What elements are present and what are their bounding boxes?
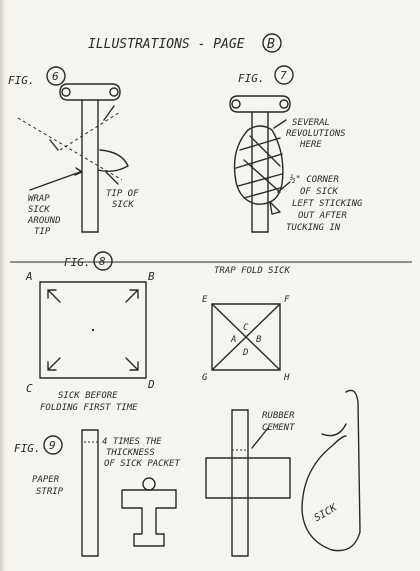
fig9-sick-label: SICK bbox=[313, 502, 340, 524]
fig9-number: 9 bbox=[49, 439, 56, 452]
fig9-paper-strip bbox=[81, 429, 99, 557]
fig8-arrow-c bbox=[47, 357, 61, 371]
trap-corner-f: F bbox=[284, 295, 290, 305]
trap-inner-d: D bbox=[242, 348, 248, 358]
fig8-number-circle bbox=[93, 251, 113, 271]
trap-fold-square bbox=[211, 303, 281, 371]
fig6-small-arrows bbox=[49, 105, 115, 151]
fig9-label: FIG. bbox=[14, 442, 41, 455]
fig8-caption-2: FOLDING FIRST TIME bbox=[40, 403, 138, 413]
fig9-cement-hatch bbox=[231, 449, 249, 459]
page-letter-circle bbox=[262, 33, 282, 53]
fig7-cap-scroll-right bbox=[279, 99, 289, 109]
fig6-number-circle bbox=[46, 66, 66, 86]
fig7-cap-scroll-left bbox=[231, 99, 241, 109]
fig6-tip-arrow bbox=[105, 171, 119, 185]
fig6-tip-2: SICK bbox=[112, 200, 134, 210]
trap-fold-title: TRAP FOLD SICK bbox=[214, 266, 290, 276]
fig8-corner-a: A bbox=[25, 270, 33, 283]
fig6-fold-line-2 bbox=[59, 111, 121, 151]
fig9-rubber-2: CEMENT bbox=[262, 423, 295, 433]
fig9-thick-1: 4 TIMES THE bbox=[102, 437, 162, 447]
fig8-corner-c: C bbox=[26, 382, 33, 395]
fig7-rev-2: REVOLUTIONS bbox=[286, 129, 346, 139]
fig7-corner-4: OUT AFTER bbox=[298, 211, 347, 221]
fig9-strip-hatch bbox=[81, 429, 99, 443]
fig9-cement-box bbox=[205, 457, 291, 499]
fig6-number: 6 bbox=[52, 70, 59, 83]
fig9-number-circle bbox=[43, 435, 63, 455]
fig6-wrap-2: SICK bbox=[28, 205, 50, 215]
fig8-label: FIG. bbox=[64, 256, 91, 269]
fig6-tip-1: TIP OF bbox=[106, 189, 139, 199]
fig6-cap-scroll-right bbox=[109, 87, 119, 97]
fig6-label: FIG. bbox=[8, 74, 35, 87]
fig6-wrap-3: AROUND bbox=[27, 216, 61, 226]
fig6-wrap-arrowhead bbox=[74, 167, 83, 176]
fig7-corner-2: OF SICK bbox=[300, 187, 339, 197]
trap-inner-b: B bbox=[256, 335, 262, 345]
fig8-center-dot bbox=[91, 328, 95, 332]
fig9-cement-pointer bbox=[251, 427, 269, 449]
page-letter: B bbox=[267, 37, 275, 52]
fig6-wrap-arrow bbox=[29, 171, 81, 191]
fig9-cement-arrow bbox=[321, 423, 347, 437]
fig7-number-circle bbox=[274, 65, 294, 85]
fig7-wrap-revolutions bbox=[235, 135, 283, 199]
fig7-wrapped-sick bbox=[233, 125, 284, 205]
fig6-wrap-1: WRAP bbox=[28, 194, 50, 204]
fig7-number: 7 bbox=[280, 69, 287, 82]
trap-fold-diagonal-2 bbox=[211, 303, 281, 371]
fig9-thick-3: OF SICK PACKET bbox=[104, 459, 180, 469]
trap-inner-a: A bbox=[230, 335, 236, 345]
trap-corner-g: G bbox=[202, 373, 208, 383]
fig7-rev-3: HERE bbox=[299, 140, 322, 150]
fig6-cap-scroll-left bbox=[61, 87, 71, 97]
fig7-revolutions-pointer bbox=[273, 119, 287, 129]
fig6-fold-line-1 bbox=[17, 117, 123, 181]
fig7-corner-3: LEFT STICKING bbox=[292, 199, 363, 209]
fig7-corner-1: ½" CORNER bbox=[290, 174, 339, 185]
fig9-paper-2: STRIP bbox=[36, 487, 64, 497]
fig9-clip-shape bbox=[121, 489, 177, 547]
fig8-sick-square bbox=[39, 281, 147, 379]
fig8-caption-1: SICK BEFORE bbox=[58, 391, 118, 401]
fig7-label: FIG. bbox=[238, 72, 265, 85]
fig7-pencil-cap bbox=[229, 95, 291, 113]
fig7-corner-pointer bbox=[277, 181, 291, 193]
trap-corner-h: H bbox=[283, 373, 290, 383]
fig8-number: 8 bbox=[99, 255, 106, 268]
paper-edge bbox=[0, 0, 6, 571]
fig8-arrow-d bbox=[125, 357, 139, 371]
fig6-pencil-cap bbox=[59, 83, 121, 101]
fig7-corner-5: TUCKING IN bbox=[286, 223, 341, 233]
fig9-clip-ring bbox=[142, 477, 156, 491]
trap-corner-e: E bbox=[202, 295, 208, 305]
fig7-rev-1: SEVERAL bbox=[292, 118, 330, 128]
fig6-wrap-4: TIP bbox=[34, 227, 51, 237]
fig9-paper-1: PAPER bbox=[32, 475, 60, 485]
trap-inner-c: C bbox=[243, 323, 249, 333]
fig9-sick-loop bbox=[301, 389, 361, 552]
fig8-corner-b: B bbox=[148, 270, 155, 283]
fig8-arrow-a bbox=[47, 289, 61, 303]
fig9-cement-strip bbox=[231, 409, 249, 557]
fig9-rubber-1: RUBBER bbox=[262, 411, 295, 421]
fig8-arrow-b bbox=[125, 289, 139, 303]
fig8-corner-d: D bbox=[147, 378, 155, 391]
fig7-corner-flap bbox=[269, 201, 281, 215]
page-title: ILLUSTRATIONS - PAGE bbox=[88, 37, 245, 52]
fig9-thick-2: THICKNESS bbox=[106, 448, 155, 458]
fig6-sick-tip bbox=[97, 149, 129, 173]
